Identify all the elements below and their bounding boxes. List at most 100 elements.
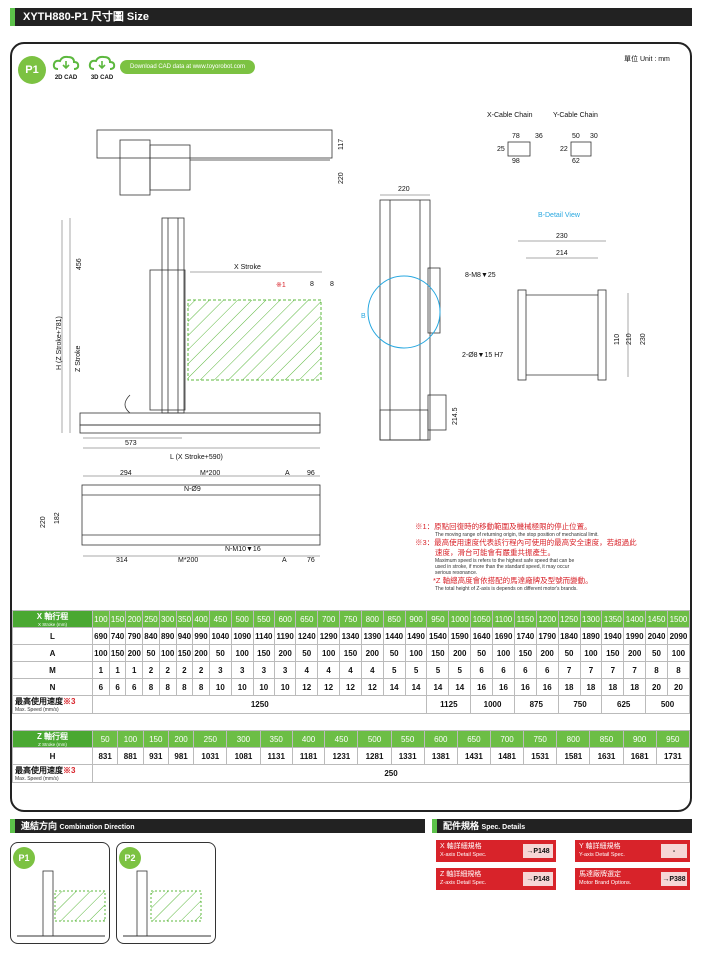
table-cell: 16 [492, 678, 515, 696]
x-stroke-cell: 250 [142, 610, 160, 628]
x-stroke-cell: 550 [252, 610, 275, 628]
table-cell: 1690 [492, 627, 515, 645]
table-cell: 100 [579, 644, 603, 662]
table-cell: 3 [273, 661, 297, 679]
cloud-download-icon [52, 55, 80, 70]
y-cable-chain-label: Y-Cable Chain [553, 112, 598, 119]
table-cell: 7 [623, 661, 647, 679]
note-3-en-2: used in stroke, if more than the standar… [435, 564, 570, 570]
dim-30: 30 [590, 133, 598, 140]
table-cell: 1031 [193, 747, 228, 765]
download-cad-link[interactable]: Download CAD data at www.toyorobot.com [120, 60, 256, 74]
z-stroke-cell: 450 [324, 730, 359, 748]
a-top: A [285, 470, 290, 477]
spec-title: 配件規格 [443, 821, 480, 831]
speed-cell: 875 [513, 695, 559, 714]
dim-220-top: 220 [338, 172, 345, 184]
table-cell: 1090 [230, 627, 254, 645]
table-cell: 5 [448, 661, 472, 679]
table-cell: 1681 [622, 747, 657, 765]
dim-110: 110 [614, 333, 621, 345]
z-stroke-cell: 700 [489, 730, 525, 748]
dim-214-5: 214.5 [452, 407, 459, 425]
table-cell: 6 [470, 661, 494, 679]
table-cell: 2 [192, 661, 210, 679]
x-stroke-cell: 1450 [645, 610, 668, 628]
cad-2d-button[interactable]: 2D CAD [50, 55, 82, 81]
x-stroke-cell: 1350 [601, 610, 625, 628]
x-stroke-cell: 300 [158, 610, 177, 628]
x-spec-page[interactable]: →P148 [522, 843, 554, 859]
note-3a: ※3：最高使用速度代表該行程內可使用的最高安全速度，若超過此 [415, 538, 637, 547]
table-cell: 150 [601, 644, 625, 662]
table-cell: 8 [192, 678, 210, 696]
dim-214: 214 [556, 250, 568, 257]
cad-3d-button[interactable]: 3D CAD [86, 55, 118, 81]
table-cell: 1481 [489, 747, 525, 765]
table-cell: 1140 [252, 627, 275, 645]
table-cell: 10 [208, 678, 232, 696]
table-cell: 14 [448, 678, 472, 696]
dim-230a: 230 [556, 233, 568, 240]
table-cell: 18 [557, 678, 581, 696]
table-cell: 890 [158, 627, 177, 645]
table-cell: 4 [295, 661, 319, 679]
x-spec-en: X-axis Detail Spec. [440, 852, 487, 858]
z-stroke-cell: 950 [655, 730, 691, 748]
z-stroke-cell: 900 [622, 730, 657, 748]
z-stroke-cell: 550 [390, 730, 425, 748]
speed-cell: 625 [601, 695, 647, 714]
table-cell: 790 [125, 627, 144, 645]
speed-cell: 750 [557, 695, 603, 714]
z-stroke-cell: 100 [117, 730, 144, 748]
z-stroke-cell: 650 [456, 730, 491, 748]
z-spec-page[interactable]: →P148 [522, 871, 554, 887]
table-cell: 1181 [291, 747, 326, 765]
notes-block: ※1：原點回復時的移動範圍及機械極限的停止位置。 The moving rang… [415, 522, 690, 592]
table-cell: 5 [382, 661, 406, 679]
table-cell: 4 [339, 661, 362, 679]
z-stroke-cell: 300 [226, 730, 261, 748]
combo-title: 連結方向 [21, 821, 58, 831]
note-3-en-1: Maximum speed is refers to the highest s… [435, 558, 575, 564]
y-spec-page[interactable]: - [660, 843, 688, 859]
combo-p1-card[interactable]: P1 [10, 842, 110, 944]
l-label: L (X Stroke+590) [170, 454, 223, 461]
motor-spec-page[interactable]: →P388 [660, 871, 688, 887]
dim-210: 210 [626, 333, 633, 345]
y-spec-en: Y-axis Detail Spec. [579, 852, 625, 858]
table-cell: 7 [579, 661, 603, 679]
p1-badge: P1 [18, 56, 46, 84]
table-cell: 931 [142, 747, 169, 765]
x-stroke-cell: 1400 [623, 610, 647, 628]
z-stroke-label: Z Stroke [75, 345, 82, 372]
dim-573: 573 [125, 440, 137, 447]
table-cell: 14 [404, 678, 428, 696]
dim-8a: 8 [310, 281, 314, 288]
table-cell: 1290 [317, 627, 341, 645]
row-label: L [12, 627, 93, 645]
table-cell: 1640 [470, 627, 494, 645]
cloud-download-icon [88, 55, 116, 70]
table-cell: 100 [230, 644, 254, 662]
table-cell: 840 [142, 627, 160, 645]
b-detail-title: B-Detail View [538, 212, 580, 219]
table-cell: 18 [601, 678, 625, 696]
combo-p2-card[interactable]: P2 [116, 842, 216, 944]
m8-callout: 8-M8▼25 [465, 272, 496, 279]
table-cell: 3 [230, 661, 254, 679]
table-cell: 5 [426, 661, 450, 679]
n-hole-callout: N-Ø9 [184, 486, 201, 493]
z-stroke-cell: 150 [142, 730, 169, 748]
h-label: H (Z Stroke+781) [56, 316, 63, 370]
table-cell: 10 [252, 678, 275, 696]
x-stroke-cell: 800 [360, 610, 384, 628]
x-stroke-cell: 450 [208, 610, 232, 628]
